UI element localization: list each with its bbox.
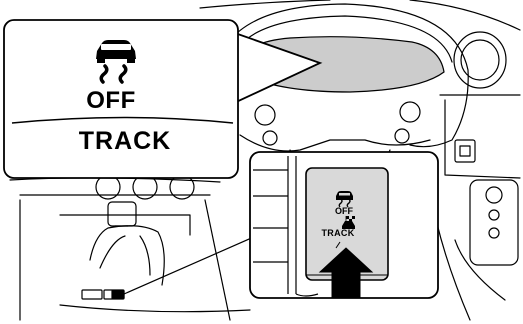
large-track-label: TRACK [50,129,200,154]
callout-leader [124,236,256,294]
switch-track-label: TRACK [316,229,360,238]
panel-switch [455,140,475,162]
gear-shift-boot [90,226,164,285]
large-off-label: OFF [66,89,156,113]
switch-off-label: OFF [330,207,358,216]
vsc-switch-location [112,291,124,298]
gear-shift-knob [108,202,136,226]
knob-panel [470,180,518,265]
